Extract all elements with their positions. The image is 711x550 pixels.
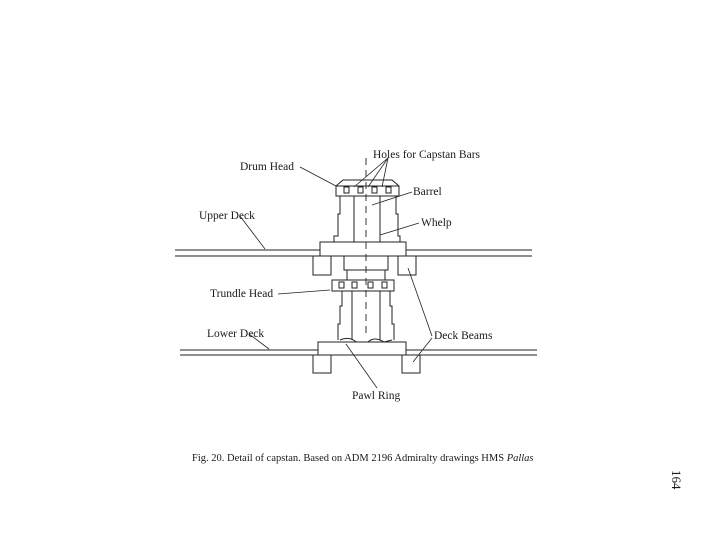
label-barrel: Barrel xyxy=(413,186,442,198)
label-pawl-ring: Pawl Ring xyxy=(352,390,400,402)
upper-deck-beam-left xyxy=(312,255,332,276)
label-upper-deck: Upper Deck xyxy=(199,210,255,222)
upper-deck-beam-right xyxy=(397,255,417,276)
page-number: 164 xyxy=(669,470,684,490)
label-deck-beams: Deck Beams xyxy=(434,330,493,342)
caption-ship-name: Pallas xyxy=(506,453,534,464)
capstan-barrel xyxy=(319,179,407,257)
caption-text: Fig. 20. Detail of capstan. Based on ADM… xyxy=(192,453,507,464)
lower-deck-beam-left xyxy=(312,354,332,374)
label-lower-deck: Lower Deck xyxy=(207,328,264,340)
label-drum-head: Drum Head xyxy=(240,161,294,173)
upper-partners xyxy=(319,241,407,257)
label-trundle-head: Trundle Head xyxy=(210,288,273,300)
trundle-head xyxy=(331,279,395,292)
label-whelp: Whelp xyxy=(421,217,452,229)
lower-deck-beam-right xyxy=(401,354,421,374)
lower-barrel xyxy=(317,291,407,356)
pawl-ring xyxy=(317,341,407,356)
label-holes: Holes for Capstan Bars xyxy=(373,149,481,161)
figure-caption: Fig. 20. Detail of capstan. Based on ADM… xyxy=(192,453,534,464)
leader-lines xyxy=(239,157,433,389)
